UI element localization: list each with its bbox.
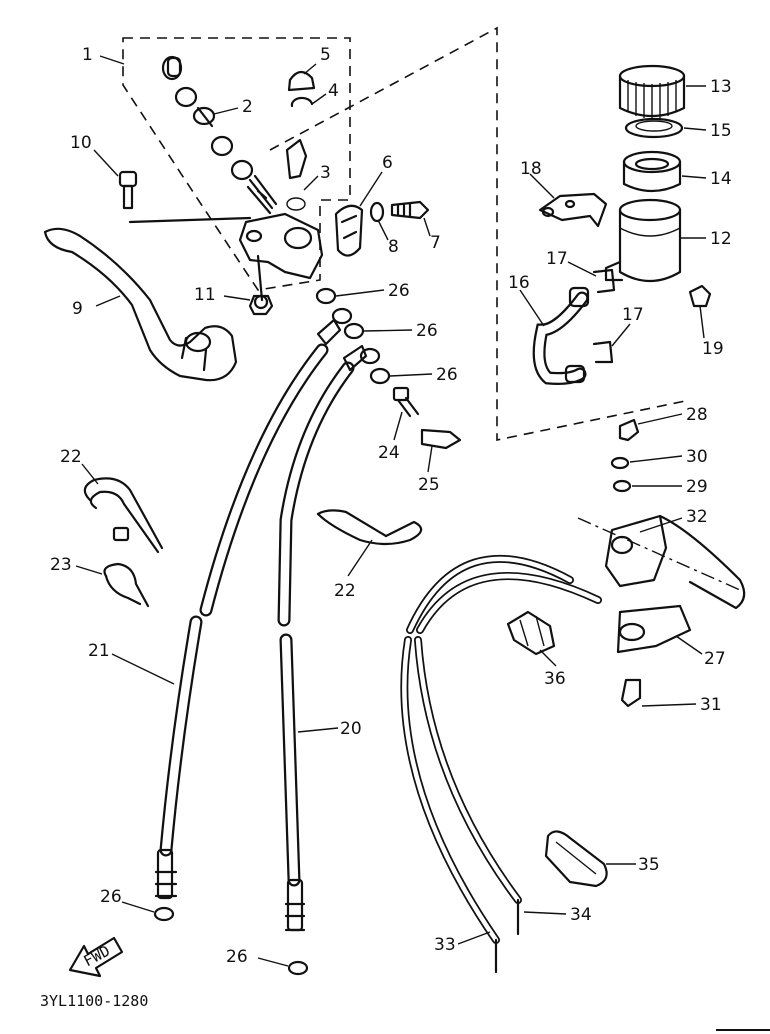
reservoir-bracket-part	[538, 192, 608, 228]
callout-26e: 26	[226, 947, 248, 967]
callout-35: 35	[638, 855, 660, 875]
hose-fitting-part	[316, 318, 368, 372]
clutch-lever-part	[616, 604, 692, 654]
callout-group: 1 2 3 4 5 6 7 8 9 10 11 12 13 14 15 16 1	[50, 45, 732, 967]
pivot-bolt-part	[118, 170, 138, 210]
reservoir-group-outline	[269, 26, 691, 441]
callout-34: 34	[570, 905, 592, 925]
callout-27: 27	[704, 649, 726, 669]
callout-20: 20	[340, 719, 362, 739]
callout-11: 11	[194, 285, 216, 305]
circlip-part	[290, 96, 314, 108]
brake-hose-part-2	[154, 343, 329, 900]
hardware-small-part	[610, 418, 642, 708]
callout-28: 28	[686, 405, 708, 425]
brake-hose-part	[277, 361, 355, 932]
diaphragm-part	[622, 150, 682, 193]
handlebar-center-line	[577, 517, 741, 591]
hose-clip-part	[592, 268, 616, 364]
callout-21: 21	[88, 641, 110, 661]
clutch-cable-part	[400, 554, 574, 974]
callout-22a: 22	[60, 447, 82, 467]
reservoir-tank-part	[604, 198, 682, 282]
callout-29: 29	[686, 477, 708, 497]
callout-13: 13	[710, 77, 732, 97]
screw-part	[688, 284, 712, 308]
bolt-part	[390, 200, 430, 220]
callout-9: 9	[72, 299, 83, 319]
callout-15: 15	[710, 121, 732, 141]
callout-33: 33	[434, 935, 456, 955]
callout-10: 10	[70, 133, 92, 153]
callout-14: 14	[710, 169, 732, 189]
clutch-cable-part-2	[414, 572, 602, 936]
callout-26a: 26	[388, 281, 410, 301]
callout-2: 2	[242, 97, 253, 117]
forward-arrow-icon: FWD	[68, 936, 124, 978]
callout-26c: 26	[436, 365, 458, 385]
callout-32: 32	[686, 507, 708, 527]
joint-part	[420, 428, 462, 450]
callout-24: 24	[378, 443, 400, 463]
callout-17b: 17	[622, 305, 644, 325]
callout-16: 16	[508, 273, 530, 293]
reservoir-cap-part	[618, 64, 686, 118]
cable-tie-part-2	[316, 509, 423, 546]
callout-17a: 17	[546, 249, 568, 269]
cable-tie-part	[83, 477, 164, 554]
callout-26b: 26	[416, 321, 438, 341]
grommet-part	[544, 830, 608, 888]
callout-22b: 22	[334, 581, 356, 601]
diagram-code: 3YL1100-1280	[40, 992, 148, 1010]
callout-8: 8	[388, 237, 399, 257]
brake-lever-part	[43, 227, 238, 382]
callout-18: 18	[520, 159, 542, 179]
callout-3: 3	[320, 163, 331, 183]
callout-1: 1	[82, 45, 93, 65]
o-ring-part	[285, 138, 308, 211]
callout-36: 36	[544, 669, 566, 689]
fwd-label: FWD	[81, 942, 113, 971]
callout-30: 30	[686, 447, 708, 467]
plate-part	[624, 117, 684, 139]
nut-part	[248, 294, 274, 316]
callout-23: 23	[50, 555, 72, 575]
copper-washer-part	[153, 287, 391, 976]
piston-kit-part	[161, 55, 278, 215]
washer-part	[369, 201, 385, 223]
callout-6: 6	[382, 153, 393, 173]
callout-31: 31	[700, 695, 722, 715]
dust-boot-part	[287, 70, 316, 92]
master-cylinder-kit-outline	[122, 37, 351, 291]
master-cylinder-body	[128, 212, 324, 310]
cable-guide-part	[506, 610, 556, 656]
clutch-lever-holder-part	[604, 514, 746, 610]
callout-19: 19	[702, 339, 724, 359]
callout-12: 12	[710, 229, 732, 249]
callout-25: 25	[418, 475, 440, 495]
callout-26d: 26	[100, 887, 122, 907]
callout-4: 4	[328, 81, 339, 101]
clamp-part	[103, 562, 150, 608]
holder-bracket-part	[334, 204, 364, 257]
union-bolt-part	[392, 386, 420, 418]
callout-7: 7	[430, 233, 441, 253]
reservoir-hose-part	[532, 286, 590, 385]
callout-5: 5	[320, 45, 331, 65]
